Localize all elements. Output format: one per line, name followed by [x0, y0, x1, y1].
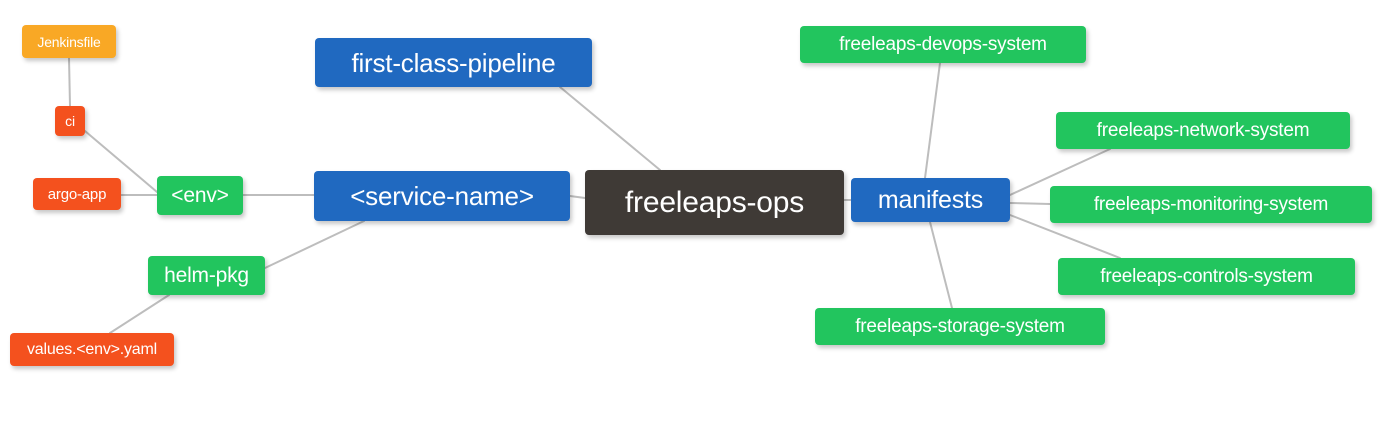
- node-freeleaps-monitoring-system[interactable]: freeleaps-monitoring-system: [1050, 186, 1372, 223]
- node-helm-pkg[interactable]: helm-pkg: [148, 256, 265, 295]
- edge-manifests-to-freeleaps-devops-system: [924, 62, 941, 179]
- edge-first-class-pipeline-to-freeleaps-ops: [559, 86, 661, 171]
- node-argo-app[interactable]: argo-app: [33, 178, 121, 210]
- edge-manifests-to-freeleaps-monitoring-system: [1009, 202, 1051, 205]
- node-service-name[interactable]: <service-name>: [314, 171, 570, 221]
- node-jenkinsfile[interactable]: Jenkinsfile: [22, 25, 116, 58]
- node-manifests[interactable]: manifests: [851, 178, 1010, 222]
- node-ci[interactable]: ci: [55, 106, 85, 136]
- edge-service-name-to-helm-pkg: [264, 220, 365, 269]
- node-freeleaps-storage-system[interactable]: freeleaps-storage-system: [815, 308, 1105, 345]
- edge-manifests-to-freeleaps-storage-system: [929, 221, 953, 309]
- node-freeleaps-controls-system[interactable]: freeleaps-controls-system: [1058, 258, 1355, 295]
- edge-helm-pkg-to-values-env-yaml: [109, 294, 170, 334]
- edge-service-name-to-freeleaps-ops: [569, 195, 586, 199]
- node-freeleaps-ops[interactable]: freeleaps-ops: [585, 170, 844, 235]
- node-values-env-yaml[interactable]: values.<env>.yaml: [10, 333, 174, 366]
- node-env[interactable]: <env>: [157, 176, 243, 215]
- node-freeleaps-devops-system[interactable]: freeleaps-devops-system: [800, 26, 1086, 63]
- node-freeleaps-network-system[interactable]: freeleaps-network-system: [1056, 112, 1350, 149]
- node-first-class-pipeline[interactable]: first-class-pipeline: [315, 38, 592, 87]
- edge-jenkinsfile-to-ci: [68, 57, 71, 107]
